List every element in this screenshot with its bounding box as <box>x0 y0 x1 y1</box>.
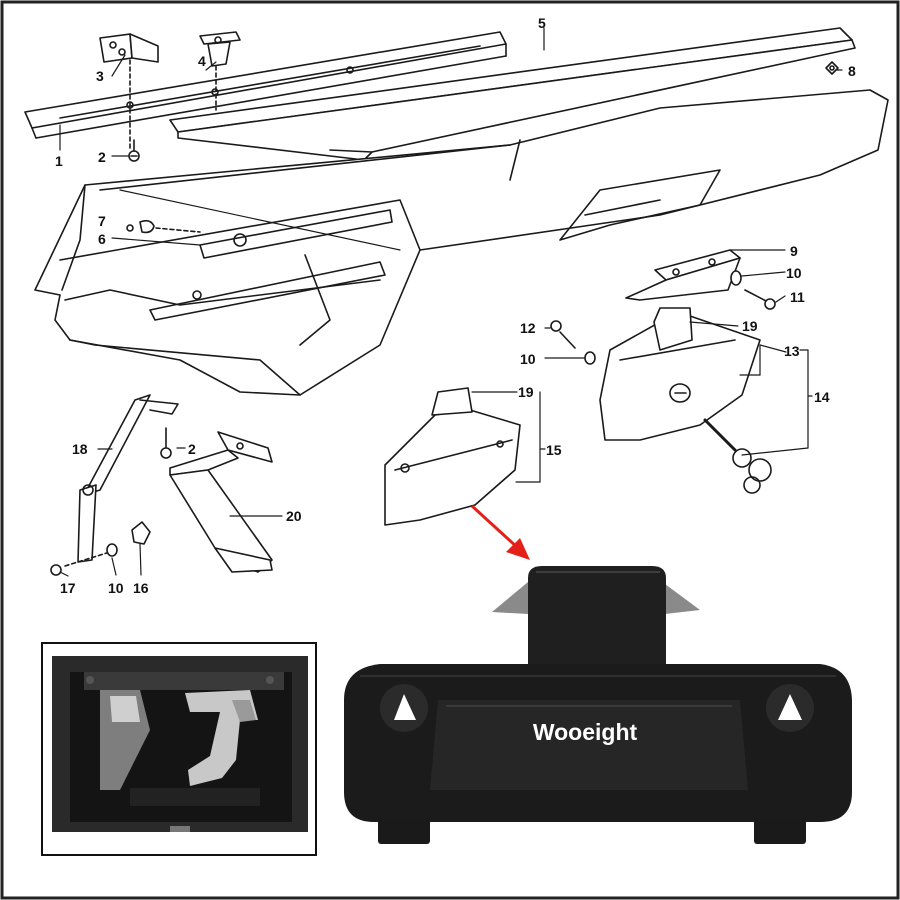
exploded-diagram <box>24 27 889 577</box>
leader-lines <box>59 27 843 577</box>
callout-19-left: 19 <box>518 384 534 400</box>
replacement-latch-photo: Wooeight <box>344 566 852 844</box>
callout-10-lower: 10 <box>108 580 124 596</box>
clip-part-8 <box>825 61 839 75</box>
stay-arm-part-18 <box>50 394 179 576</box>
callout-18: 18 <box>72 441 88 457</box>
bracket-part-20 <box>169 431 273 573</box>
callout-4: 4 <box>198 53 206 69</box>
lid-panel-part <box>169 27 856 161</box>
callout-3: 3 <box>96 68 104 84</box>
callout-10-mid: 10 <box>520 351 536 367</box>
callout-labels: 1 2 3 4 5 6 7 8 9 10 11 12 10 19 13 14 1… <box>55 15 856 596</box>
callout-12: 12 <box>520 320 536 336</box>
callout-2-top: 2 <box>98 149 106 165</box>
bumper-part-7 <box>126 219 201 234</box>
callout-19-right: 19 <box>742 318 758 334</box>
callout-14: 14 <box>814 389 830 405</box>
callout-8: 8 <box>848 63 856 79</box>
callout-15: 15 <box>546 442 562 458</box>
callout-1: 1 <box>55 153 63 169</box>
screw-part-2-top <box>128 139 140 162</box>
washer-screw-10-11 <box>730 270 776 310</box>
callout-20: 20 <box>286 508 302 524</box>
lock-handle-part-13 <box>599 307 761 441</box>
bracket-part-4 <box>199 31 241 111</box>
callout-13: 13 <box>784 343 800 359</box>
callout-2-lower: 2 <box>188 441 196 457</box>
callout-10-right: 10 <box>786 265 802 281</box>
callout-6: 6 <box>98 231 106 247</box>
glovebox-housing-part <box>34 89 889 396</box>
callout-17: 17 <box>60 580 76 596</box>
brand-watermark: Wooeight <box>533 719 638 745</box>
callout-7: 7 <box>98 213 106 229</box>
callout-16: 16 <box>133 580 149 596</box>
installed-latch-photo <box>41 642 317 856</box>
callout-9: 9 <box>790 243 798 259</box>
latch-plate-part-9 <box>625 249 741 301</box>
callout-11: 11 <box>790 289 805 305</box>
key-icon <box>703 418 772 494</box>
red-arrow-icon <box>470 504 530 560</box>
screw-part-2-lower <box>160 427 172 459</box>
callout-5: 5 <box>538 15 546 31</box>
handle-part-15 <box>384 387 521 526</box>
bracket-part-3 <box>99 33 159 151</box>
screw-part-12 <box>550 320 596 365</box>
